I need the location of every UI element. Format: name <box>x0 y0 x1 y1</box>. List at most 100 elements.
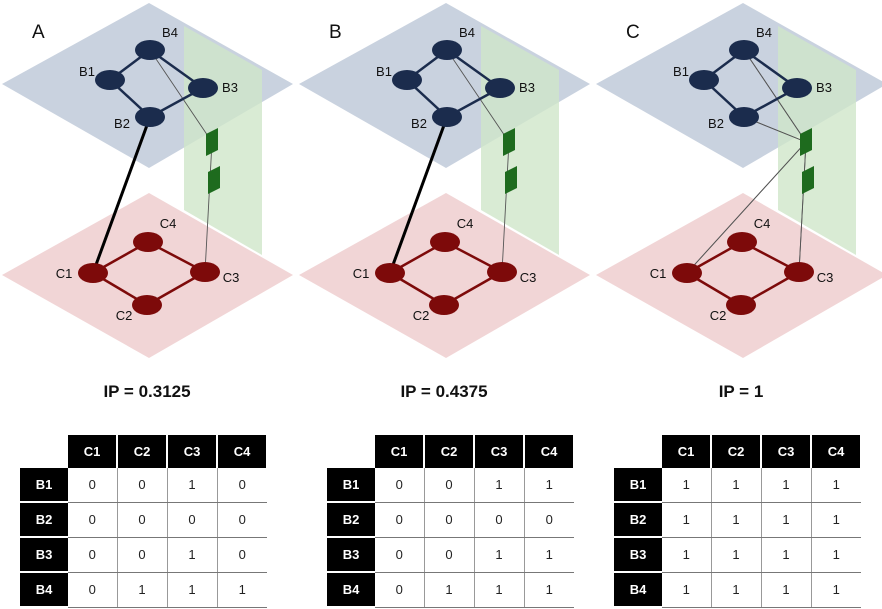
matrix-cell: 0 <box>375 537 425 573</box>
c-node <box>429 295 459 315</box>
c-node <box>430 232 460 252</box>
matrix-cell: 1 <box>711 468 762 503</box>
c-node-label: C1 <box>650 266 667 281</box>
matrix-row-header: B1 <box>614 468 662 503</box>
c-node <box>190 262 220 282</box>
top-layer-plane <box>2 3 293 168</box>
matrix-row-header: B2 <box>327 502 375 538</box>
matrix-cell: 1 <box>811 502 861 538</box>
c-node-label: C4 <box>160 216 177 231</box>
matrix-corner <box>614 435 662 468</box>
matrix-row-header: B2 <box>20 502 68 538</box>
matrix-cell: 0 <box>117 537 168 573</box>
c-node <box>132 295 162 315</box>
bottom-layer-plane <box>596 193 882 358</box>
matrix-column-header: C3 <box>761 435 812 468</box>
matrix-cell: 1 <box>761 468 812 503</box>
matrix-row-header: B3 <box>614 537 662 573</box>
b-node <box>689 70 719 90</box>
matrix-cell: 1 <box>761 502 812 538</box>
matrix-cell: 0 <box>117 502 168 538</box>
matrix-cell: 1 <box>761 572 812 608</box>
matrix-cell: 0 <box>68 468 118 503</box>
c-node <box>726 295 756 315</box>
matrix-cell: 0 <box>167 502 218 538</box>
direct-dependency-link <box>91 116 152 274</box>
gateway-node <box>802 166 814 194</box>
b-node <box>432 107 462 127</box>
direct-dependency-link <box>388 116 449 274</box>
matrix-cell: 1 <box>167 468 218 503</box>
matrix-cell: 1 <box>711 502 762 538</box>
matrix-cell: 0 <box>117 468 168 503</box>
matrix-cell: 1 <box>524 468 574 503</box>
matrix-cell: 0 <box>217 537 267 573</box>
matrix-corner <box>327 435 375 468</box>
matrix-cell: 0 <box>375 572 425 608</box>
c-node <box>487 262 517 282</box>
bottom-layer-plane <box>299 193 590 358</box>
matrix-cell: 1 <box>474 572 525 608</box>
matrix-cell: 0 <box>375 502 425 538</box>
matrix-cell: 1 <box>662 468 712 503</box>
matrix-row-header: B2 <box>614 502 662 538</box>
c-node <box>133 232 163 252</box>
b-node-label: B4 <box>756 25 772 40</box>
bottom-layer-plane <box>2 193 293 358</box>
matrix-column-header: C4 <box>811 435 862 468</box>
b-node-label: B3 <box>222 80 238 95</box>
matrix-row-header: B1 <box>327 468 375 503</box>
b-node <box>135 40 165 60</box>
matrix-cell: 1 <box>524 572 574 608</box>
ip-value: IP = 1 <box>718 382 764 401</box>
matrix-cell: 1 <box>474 537 525 573</box>
matrix-column-header: C1 <box>375 435 425 468</box>
b-node <box>95 70 125 90</box>
c-node-label: C1 <box>56 266 73 281</box>
matrix-column-header: C3 <box>167 435 218 468</box>
b-node-label: B2 <box>708 116 724 131</box>
matrix-column-header: C2 <box>711 435 762 468</box>
matrix-cell: 0 <box>424 537 475 573</box>
matrix-row-header: B3 <box>20 537 68 573</box>
c-node <box>672 263 702 283</box>
matrix-column-header: C4 <box>524 435 575 468</box>
matrix-column-header: C3 <box>474 435 525 468</box>
matrix-cell: 1 <box>524 537 574 573</box>
c-node <box>727 232 757 252</box>
matrix-column-header: C4 <box>217 435 268 468</box>
matrix-column-header: C1 <box>662 435 712 468</box>
matrix-row-header: B4 <box>327 572 375 608</box>
b-node <box>485 78 515 98</box>
c-node-label: C4 <box>754 216 771 231</box>
matrix-cell: 1 <box>662 572 712 608</box>
c-node <box>78 263 108 283</box>
c-node <box>375 263 405 283</box>
matrix-cell: 1 <box>117 572 168 608</box>
b-node-label: B2 <box>411 116 427 131</box>
matrix-row-header: B4 <box>614 572 662 608</box>
matrix-cell: 0 <box>424 468 475 503</box>
matrix-cell: 1 <box>711 572 762 608</box>
matrix-cell: 1 <box>811 572 861 608</box>
b-node-label: B4 <box>459 25 475 40</box>
matrix-row-header: B3 <box>327 537 375 573</box>
matrix-row-header: B4 <box>20 572 68 608</box>
matrix-cell: 1 <box>662 502 712 538</box>
matrix-cell: 0 <box>217 502 267 538</box>
c-node-label: C4 <box>457 216 474 231</box>
matrix-cell: 1 <box>662 537 712 573</box>
